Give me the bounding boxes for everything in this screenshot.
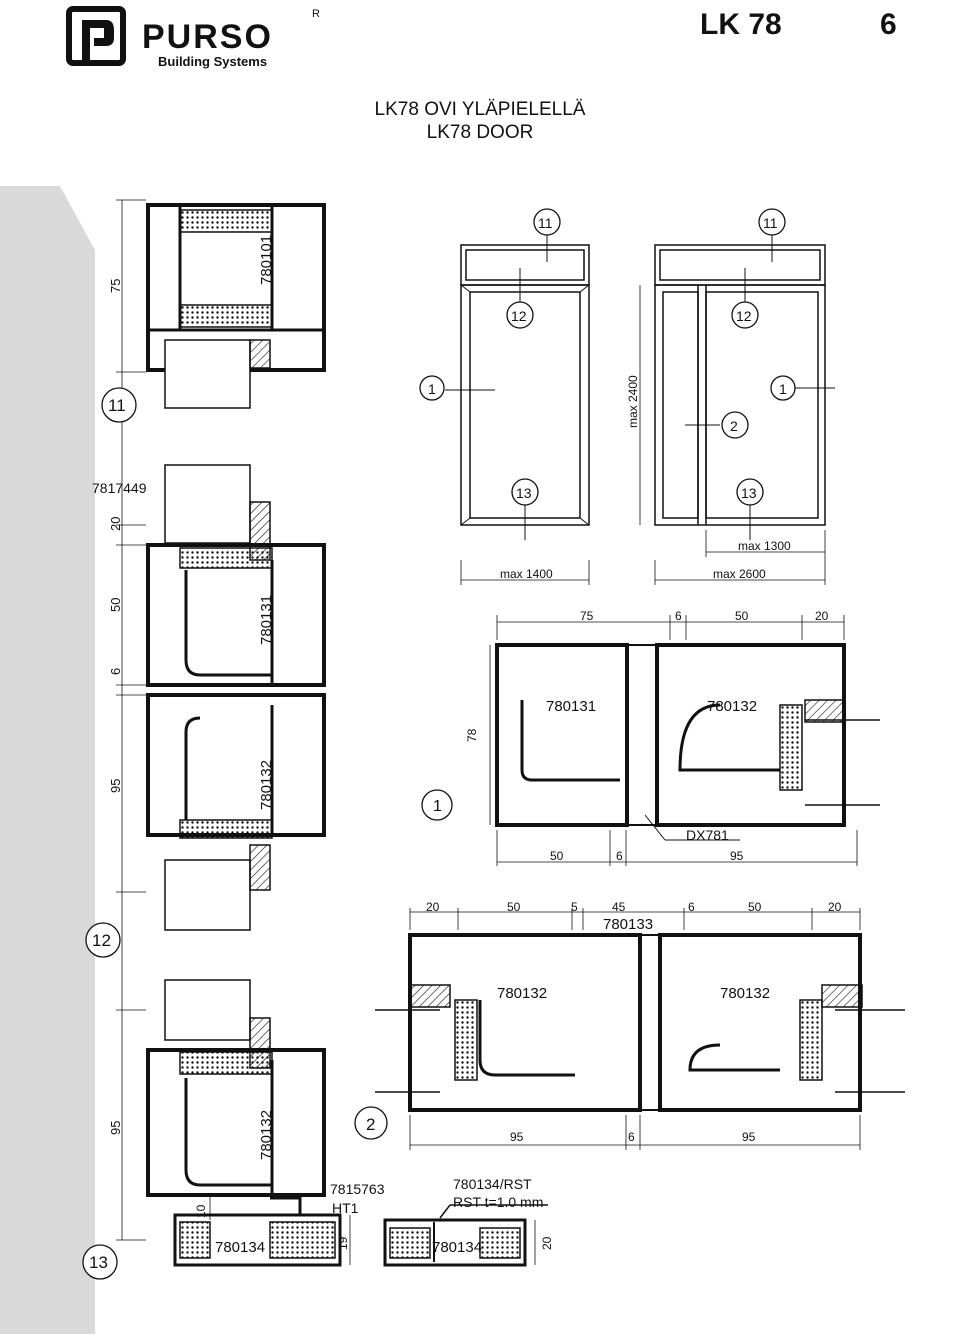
d13-label-780134: 780134: [215, 1239, 265, 1256]
dim-max-2400: max 2400: [626, 375, 640, 428]
callout-circles: [82, 208, 796, 1280]
detail-1-drawing: [489, 615, 880, 866]
dim-50-left: 50: [108, 598, 123, 612]
callout-12-a: [506, 301, 534, 329]
d2-dim-6: 6: [688, 900, 695, 914]
d1-dim-75: 75: [580, 609, 594, 623]
callout-12-left-text: 12: [92, 931, 111, 950]
dim-max-1300: max 1300: [738, 539, 791, 553]
profile-780131-drawing: [146, 543, 326, 687]
d13-gasket-label: HT1: [332, 1200, 359, 1216]
d2-dim-95a: 95: [510, 1130, 524, 1144]
d13-rst-label-780134: 780134: [432, 1239, 482, 1256]
dim-95-left-b: 95: [108, 1121, 123, 1135]
d1-dim-6-bottom: 6: [616, 849, 623, 863]
dim-75-left: 75: [108, 279, 123, 293]
d1-dim-78: 78: [465, 728, 479, 742]
d2-dim-95b: 95: [742, 1130, 756, 1144]
d1-dim-20: 20: [815, 609, 829, 623]
brand-logo: PURSO Building Systems R: [66, 6, 326, 69]
d1-dim-95-bottom: 95: [730, 849, 744, 863]
callout-1-a: [419, 375, 445, 401]
callout-1-detail: [421, 789, 453, 821]
d1-label-780132: 780132: [707, 698, 757, 715]
callout-2-elev: [721, 411, 749, 439]
callout-13-b: [736, 478, 764, 506]
d2-dim-50a: 50: [507, 900, 521, 914]
d13-gasket-code: 7815763: [330, 1181, 385, 1197]
callout-12-b-text: 12: [736, 308, 752, 324]
dim-20-left: 20: [108, 517, 123, 531]
dim-max-1400: max 1400: [500, 567, 553, 581]
d2-dim-45: 45: [612, 900, 626, 914]
threshold-780134-drawing: [173, 1196, 342, 1267]
callout-2-detail-text: 2: [366, 1115, 375, 1134]
d13-rst-note: RST t=1.0 mm: [453, 1194, 543, 1210]
d1-dim-50-bottom: 50: [550, 849, 564, 863]
callout-11-b: [758, 208, 786, 236]
callout-11-left: [101, 387, 137, 423]
left-section-drawing: [116, 199, 342, 1267]
door-elevations: [445, 232, 835, 585]
dim-95-left-a: 95: [108, 779, 123, 793]
callout-1-b: [770, 375, 796, 401]
callout-2-elev-text: 2: [730, 418, 738, 434]
purso-logo-mark: [66, 6, 126, 66]
d1-dim-6: 6: [675, 609, 682, 623]
profile-780132-upper-drawing: [146, 693, 326, 839]
d2-dim-20a: 20: [426, 900, 440, 914]
callout-12-a-text: 12: [511, 308, 527, 324]
d1-dim-50: 50: [735, 609, 749, 623]
dim-max-2600: max 2600: [713, 567, 766, 581]
callout-1-a-text: 1: [428, 381, 436, 397]
d2-dim-6-bottom: 6: [628, 1130, 635, 1144]
callout-2-detail: [354, 1106, 388, 1140]
callout-1-b-text: 1: [779, 381, 787, 397]
callout-13-a-text: 13: [516, 485, 532, 501]
callout-1-detail-text: 1: [433, 798, 442, 815]
detail-2-drawing: [375, 908, 905, 1150]
detail-13-rst-drawing: [209, 1195, 548, 1267]
page-title-en: LK78 DOOR: [426, 122, 534, 143]
d2-label-780132-b: 780132: [720, 985, 770, 1002]
label-780132-left-b: 780132: [258, 1110, 275, 1160]
d13-dim-20: 20: [540, 1236, 554, 1250]
callout-11-a: [533, 208, 561, 236]
d2-dim-50b: 50: [748, 900, 762, 914]
d1-label-dx781: DX781: [686, 827, 729, 843]
callout-11-b-text: 11: [763, 215, 778, 231]
page-number: 6: [880, 8, 897, 41]
label-780101: 780101: [258, 235, 275, 285]
d2-label-780132-a: 780132: [497, 985, 547, 1002]
page-title-fi: LK78 OVI YLÄPIELELLÄ: [374, 99, 586, 120]
callout-13-a: [511, 478, 539, 506]
d13-dim-19: 19: [336, 1236, 350, 1250]
d2-dim-5: 5: [571, 900, 578, 914]
registered-mark: R: [312, 8, 320, 20]
callout-11-a-text: 11: [538, 215, 553, 231]
product-code: LK 78: [700, 8, 782, 41]
dim-6-left: 6: [108, 668, 123, 675]
part-7817449: 7817449: [92, 480, 147, 496]
label-780132-left-a: 780132: [258, 760, 275, 810]
d13-rst-code: 780134/RST: [453, 1176, 532, 1192]
d13-dim-10: 10: [194, 1204, 208, 1218]
d2-dim-20b: 20: [828, 900, 842, 914]
callout-12-b: [731, 301, 759, 329]
profile-780132-lower-drawing: [146, 1048, 326, 1197]
callout-13-left: [82, 1244, 118, 1280]
brand-name: PURSO: [142, 18, 273, 56]
d1-label-780131: 780131: [546, 698, 596, 715]
callout-11-left-text: 11: [108, 396, 126, 415]
label-780131-left: 780131: [258, 595, 275, 645]
callout-12-left: [85, 922, 121, 958]
brand-subtitle: Building Systems: [158, 54, 268, 69]
callout-13-b-text: 13: [741, 485, 757, 501]
d2-label-780133: 780133: [603, 916, 653, 933]
callout-13-left-text: 13: [89, 1253, 108, 1272]
